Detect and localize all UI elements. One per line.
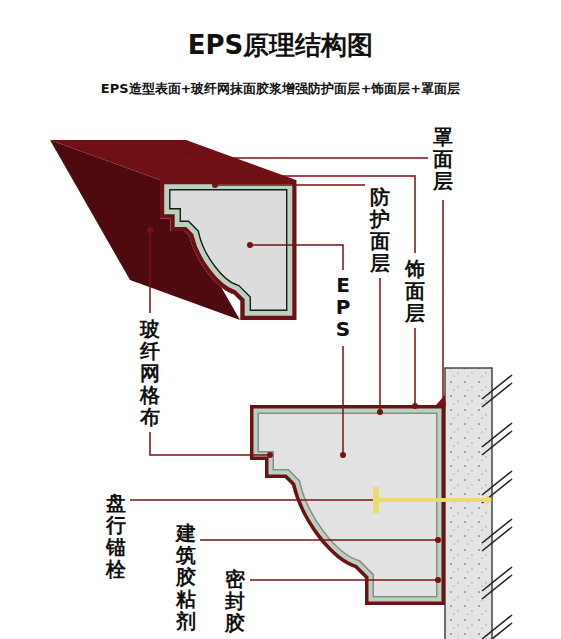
hatch-line [482,575,512,599]
slab-top [50,140,296,180]
title: EPS原理结构图 [0,28,561,63]
hatch-line [482,431,512,455]
part-label: 盘行锚栓 [106,492,126,580]
part-label: 防护面层 [370,186,390,274]
part-label: EPS [333,274,353,340]
wall [445,368,492,639]
hatch-line [482,527,512,551]
part-label: 饰面层 [405,258,425,324]
cover-layer [250,405,445,605]
part-label: 玻纤网格布 [140,318,160,428]
part-label: 密封胶 [225,568,245,634]
protect-layer [160,180,297,320]
slab-end [160,180,297,320]
cover-layer [160,180,297,320]
subtitle: EPS造型表面+玻纤网抹面胶浆增强防护面层+饰面层+罩面层 [0,80,561,98]
eps-core [250,405,445,605]
wall-hatch [482,375,512,639]
part-label: 建筑胶粘剂 [176,522,196,632]
leader-lines [130,158,443,580]
hatch-line [482,623,512,639]
eps-core [160,180,297,320]
protect-layer [250,405,445,605]
anchor-bolt [373,487,492,513]
leader-dots [147,155,446,583]
mesh-layer [250,405,445,605]
part-label: 罩面层 [433,126,453,192]
mesh-layer [160,180,297,320]
hatch-line [482,383,512,407]
